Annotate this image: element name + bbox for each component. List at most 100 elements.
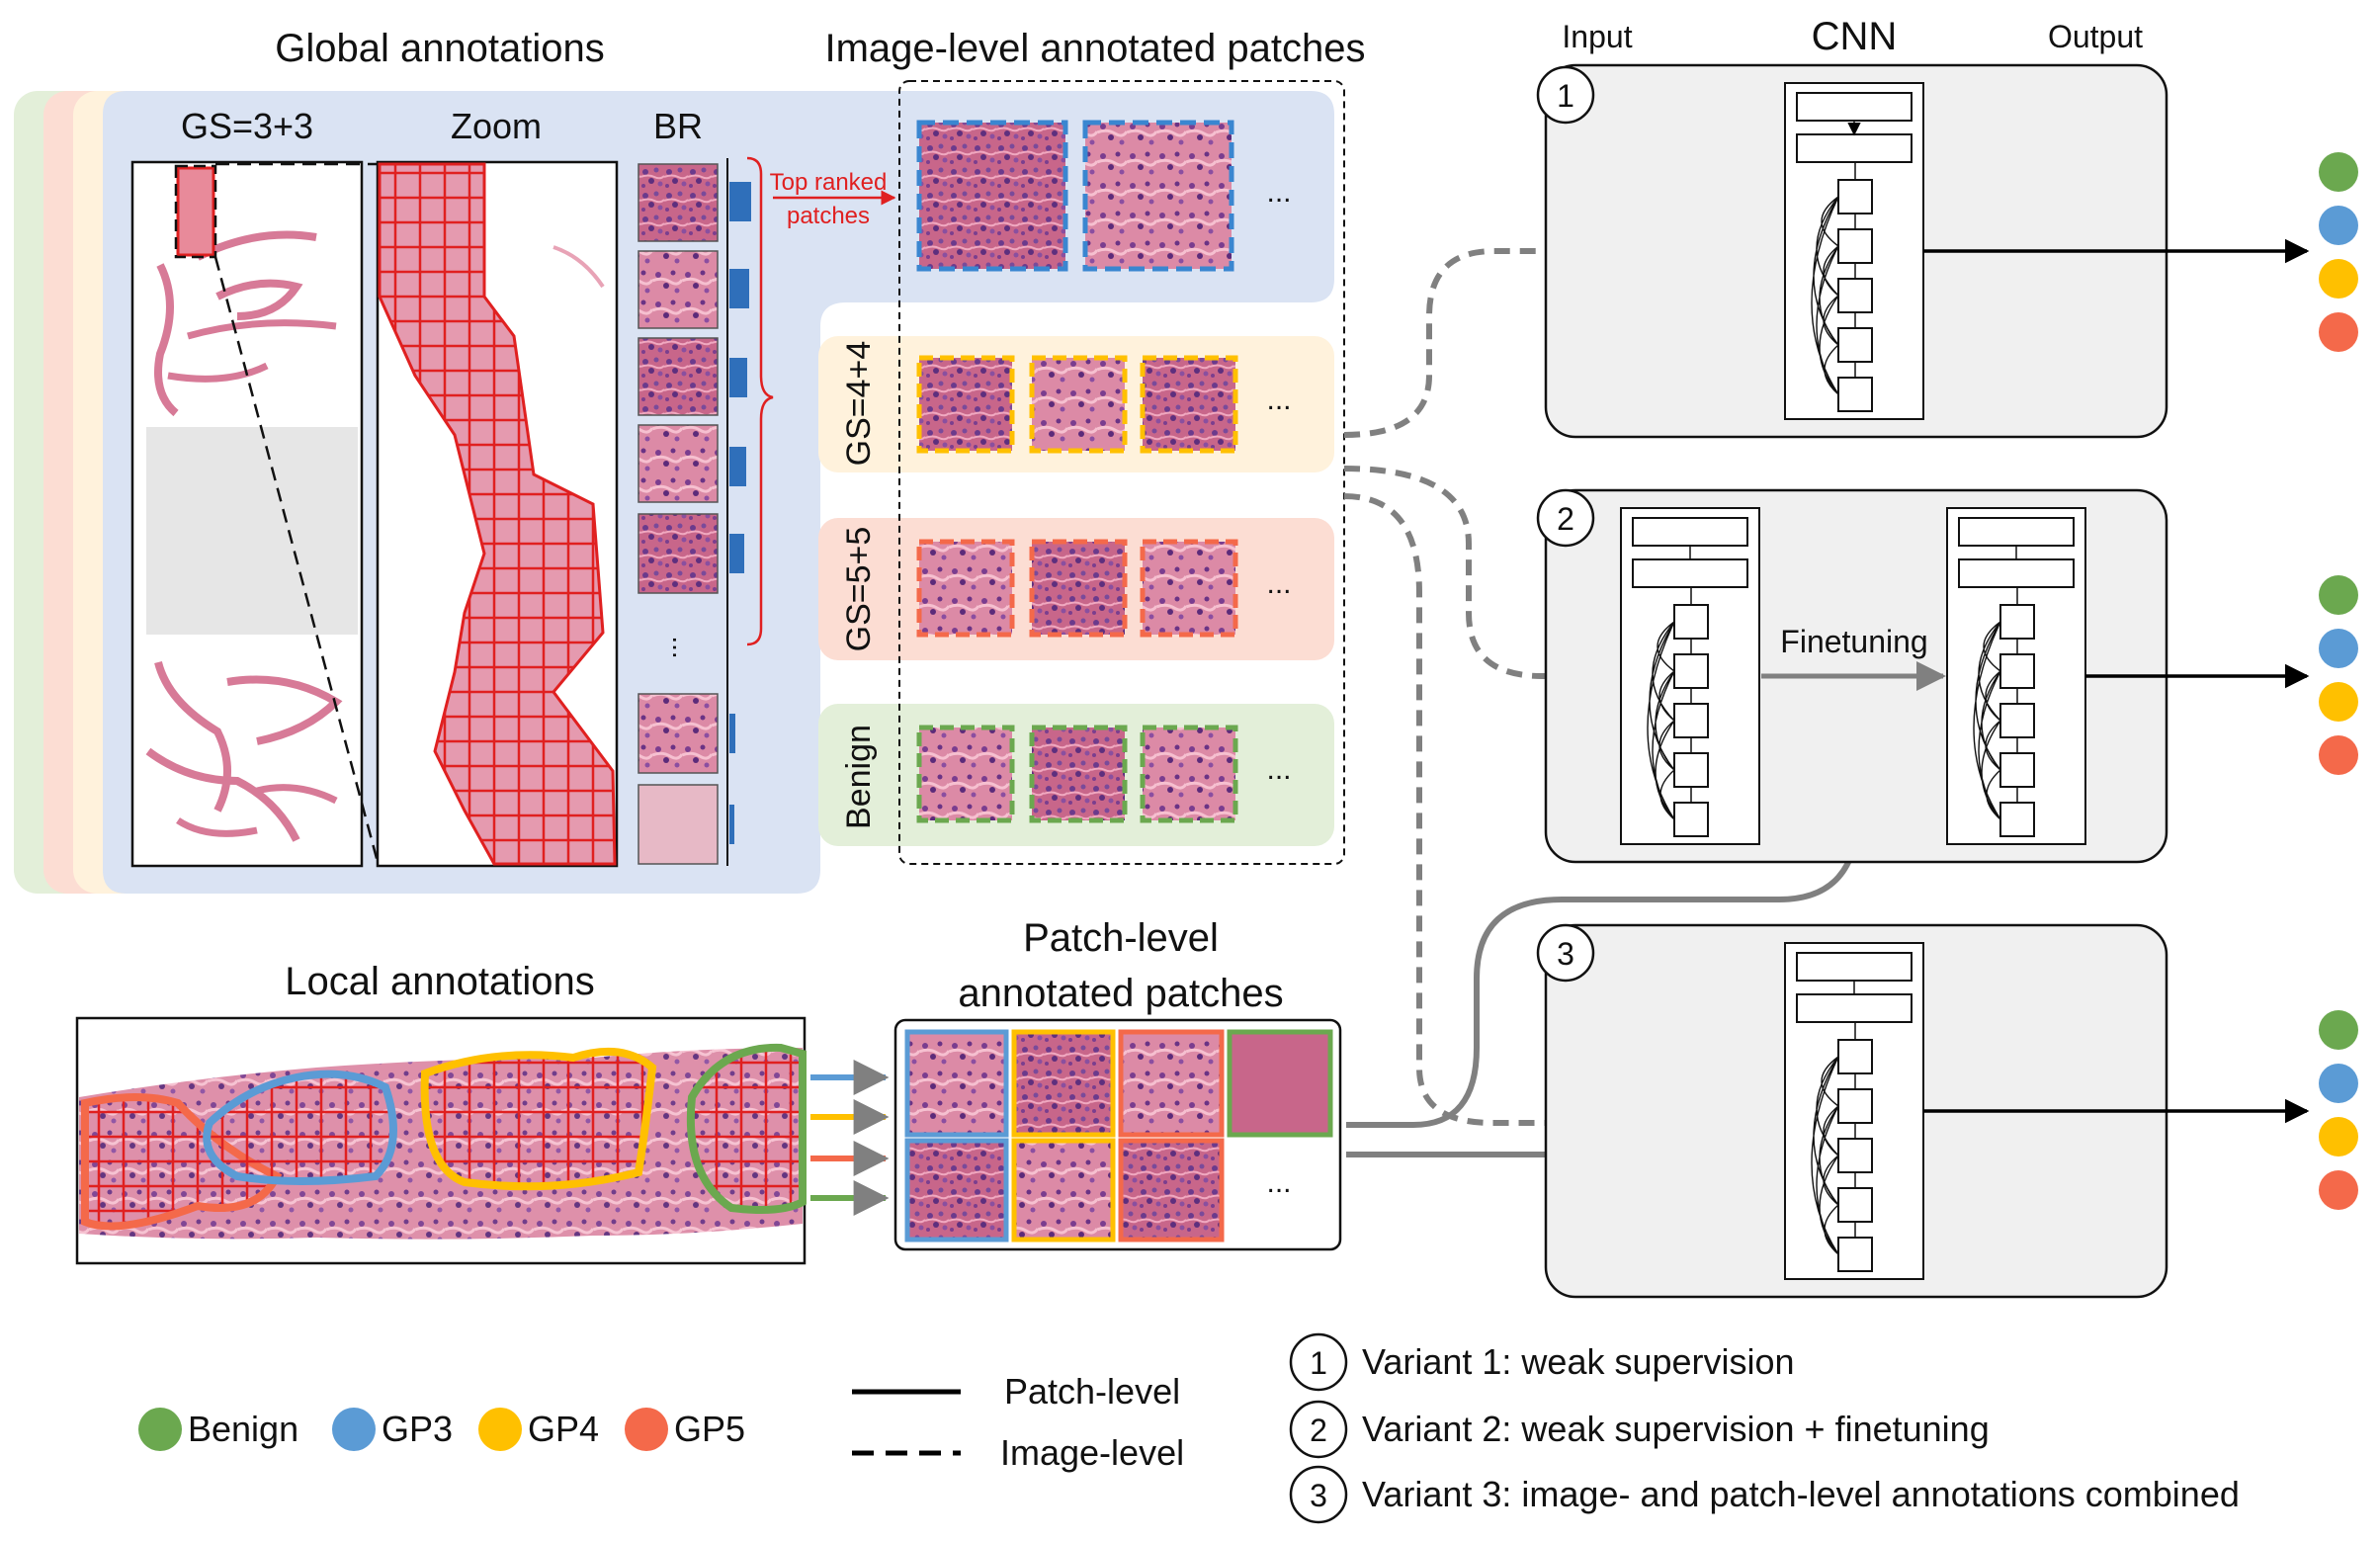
region-gp4: [420, 1047, 657, 1191]
svg-text:3: 3: [1310, 1478, 1327, 1513]
br-bar: [729, 358, 747, 397]
br-ellipsis: ...: [667, 636, 698, 658]
br-bar: [729, 447, 746, 486]
svg-text:Variant 2: weak supervision +: Variant 2: weak supervision + finetuning: [1362, 1409, 1990, 1449]
region-benign: [686, 1043, 807, 1214]
row-label-benign: Benign: [840, 725, 878, 829]
legend-class-gp3: GP3: [332, 1408, 453, 1451]
ellipsis-gp5: ...: [1266, 567, 1291, 600]
image-level-frame: [898, 80, 1345, 865]
legend-class-gp5: GP5: [625, 1408, 745, 1451]
legend-patch-level-label: Patch-level: [1004, 1371, 1180, 1412]
row-label-gs44: GS=4+4: [840, 341, 878, 467]
br-patch: [638, 337, 719, 416]
top-ranked-label-1: Top ranked: [770, 169, 888, 196]
patch-gp3: [1082, 120, 1234, 272]
legend-class-gp4: GP4: [478, 1408, 599, 1451]
output-dots-3: [2319, 1010, 2358, 1210]
svg-text:2: 2: [1310, 1413, 1327, 1448]
top-ranked-bracket: [746, 156, 774, 646]
patch-gp4: [1140, 355, 1238, 454]
patch-level-title-1: Patch-level: [1023, 916, 1219, 960]
col-br-label: BR: [653, 106, 703, 146]
patch-gp4: [916, 355, 1015, 454]
global-annotations-panel: Global annotations GS=3+3 Zoom BR: [14, 27, 1334, 894]
densenet-block: [1784, 82, 1924, 420]
image-level-connector-2: [1343, 466, 1621, 694]
patch-level-gp5: [1118, 1029, 1225, 1138]
svg-text:Variant 3: image- and patch-le: Variant 3: image- and patch-level annota…: [1362, 1474, 2240, 1514]
zoom-line-bottom: [213, 256, 380, 863]
local-annotations-title: Local annotations: [285, 960, 595, 1003]
patch-gp4: [1029, 355, 1128, 454]
legend-variant-3: 3 Variant 3: image- and patch-level anno…: [1289, 1465, 2240, 1524]
br-patch: [638, 250, 719, 329]
svg-text:GP5: GP5: [674, 1409, 745, 1449]
legend-variant-2: 2 Variant 2: weak supervision + finetuni…: [1289, 1400, 1990, 1459]
svg-text:GP4: GP4: [528, 1409, 599, 1449]
br-patch: [638, 424, 719, 503]
br-bar: [729, 714, 735, 753]
patch-level-ellipsis: ...: [1266, 1166, 1291, 1199]
image-level-patches: Image-level annotated patches GS=4+4 GS=…: [818, 27, 1366, 865]
patch-level-gp3: [904, 1138, 1009, 1242]
br-bar: [729, 269, 749, 308]
row-label-gs55: GS=5+5: [840, 527, 878, 652]
legend-variant-1: 1 Variant 1: weak supervision: [1289, 1332, 1795, 1392]
patch-level-title-2: annotated patches: [958, 972, 1283, 1015]
region-gp3: [203, 1070, 397, 1185]
patch-gp5: [1029, 539, 1128, 638]
svg-text:Benign: Benign: [188, 1409, 298, 1449]
finetuning-label: Finetuning: [1780, 624, 1927, 659]
global-annotations-title: Global annotations: [275, 27, 605, 70]
patch-gp5: [1140, 539, 1238, 638]
zoom-panel: [376, 160, 619, 868]
patch-level-gp5: [1118, 1138, 1225, 1242]
patch-gp5: [916, 539, 1015, 638]
br-patch: [638, 513, 719, 594]
col-gs-label: GS=3+3: [181, 106, 313, 146]
top-ranked-label-2: patches: [787, 203, 870, 229]
br-bar: [729, 805, 734, 844]
patch-benign: [1140, 725, 1238, 823]
svg-text:GP3: GP3: [382, 1409, 453, 1449]
br-bar: [729, 182, 751, 221]
variant-1-number: 1: [1557, 78, 1574, 114]
cnn-section: Input CNN Output 1 2: [1536, 15, 2358, 1299]
cnn-output-label: Output: [2048, 19, 2143, 54]
br-patch: [638, 693, 719, 774]
densenet-block: [1620, 507, 1760, 845]
patch-level-gp4: [1011, 1029, 1116, 1138]
legend-class-benign: Benign: [138, 1408, 298, 1451]
output-dots-2: [2319, 575, 2358, 775]
svg-text:Variant 1: weak supervision: Variant 1: weak supervision: [1362, 1341, 1795, 1382]
patch-gp3: [916, 120, 1068, 272]
cnn-input-label: Input: [1562, 19, 1632, 54]
ellipsis-gp3: ...: [1266, 176, 1291, 209]
cnn-title: CNN: [1812, 15, 1898, 58]
legend: Benign GP3 GP4 GP5 Patch-level Image-lev…: [138, 1332, 2240, 1524]
br-patch: [638, 163, 719, 242]
ellipsis-gp4: ...: [1266, 384, 1291, 416]
output-dots-1: [2319, 152, 2358, 352]
variant-3-number: 3: [1557, 936, 1574, 972]
variant-2-number: 2: [1557, 501, 1574, 537]
densenet-block: [1784, 942, 1924, 1280]
patch-level-patches: Patch-level annotated patches ...: [893, 916, 1342, 1251]
patch-level-connector-1: [1346, 678, 1876, 1128]
ellipsis-benign: ...: [1266, 753, 1291, 786]
local-annotations: Local annotations: [75, 960, 890, 1265]
image-level-connector-3: [1343, 493, 1783, 1141]
patch-level-gp4: [1011, 1138, 1116, 1242]
patch-benign: [916, 725, 1015, 823]
whole-slide-image: [130, 160, 364, 868]
densenet-block: [1946, 507, 2086, 845]
svg-text:1: 1: [1310, 1345, 1327, 1381]
br-patch-column: ...: [638, 158, 751, 866]
patch-benign: [1029, 725, 1128, 823]
patch-level-gp3: [904, 1029, 1009, 1138]
br-bar: [729, 534, 744, 573]
legend-image-level-label: Image-level: [1000, 1432, 1184, 1473]
patch-level-benign: [1227, 1029, 1333, 1138]
